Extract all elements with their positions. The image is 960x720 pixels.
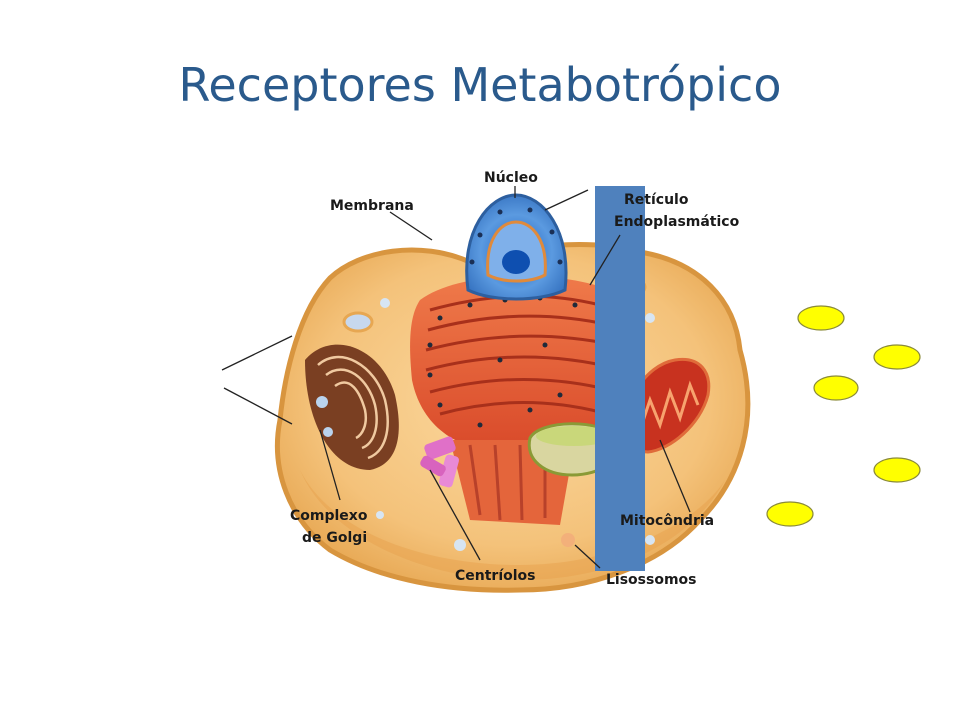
label-membrana: Membrana	[330, 198, 414, 214]
leader-lines	[221, 186, 691, 569]
centrioles	[420, 436, 460, 488]
label-reticulo-line1: Retículo	[624, 192, 689, 208]
nucleus	[465, 193, 568, 301]
label-complexo-line2: de Golgi	[302, 530, 368, 546]
label-nucleo: Núcleo	[484, 170, 538, 186]
ligand	[797, 305, 845, 331]
ligand	[766, 501, 814, 527]
ligand	[813, 375, 859, 401]
label-centriolos: Centríolos	[455, 568, 536, 584]
slide-title: Receptores Metabotrópico	[178, 58, 782, 112]
ligand-molecules	[766, 305, 921, 527]
label-reticulo-line2: Endoplasmático	[614, 214, 740, 230]
ligand	[873, 457, 921, 483]
label-complexo-line1: Complexo	[290, 508, 368, 524]
receptor-bar	[595, 186, 645, 571]
ligand	[873, 344, 921, 370]
label-lisossomos: Lisossomos	[606, 572, 697, 588]
golgi-complex	[305, 344, 399, 470]
label-mitocondria: Mitocôndria	[620, 513, 715, 529]
